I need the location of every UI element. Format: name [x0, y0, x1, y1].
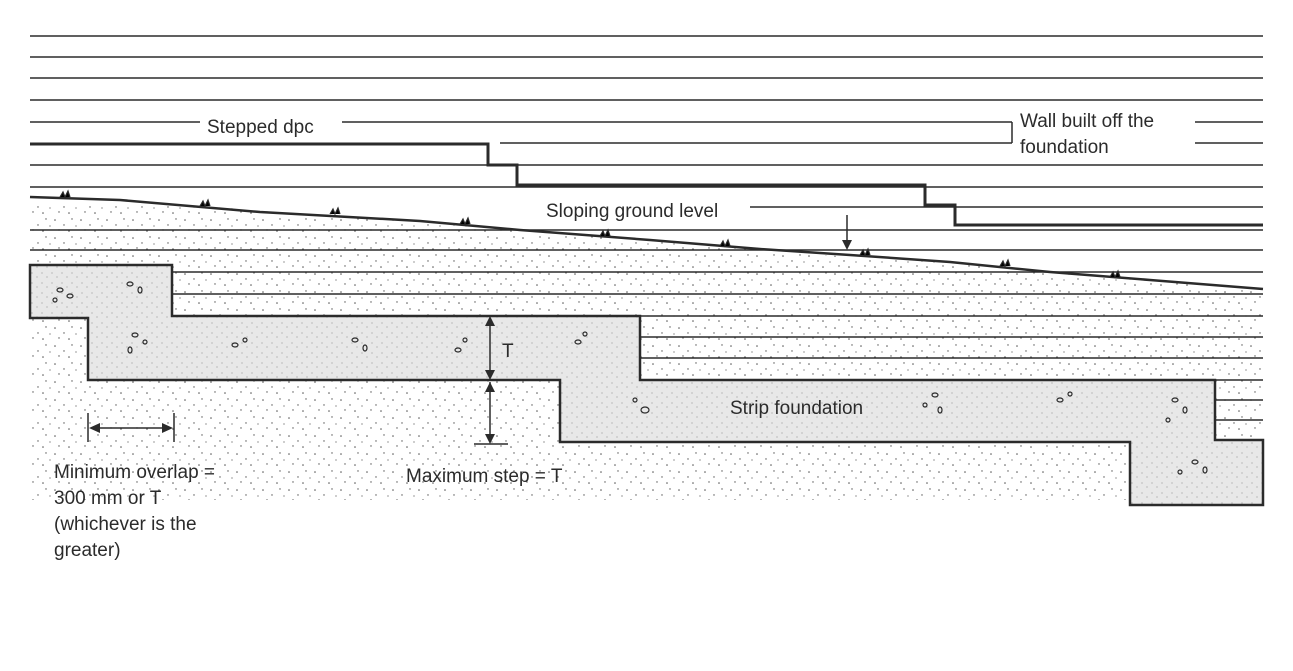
max-step-arrow — [474, 382, 508, 445]
stepped-dpc-line — [30, 142, 1263, 227]
min-overlap-line2: 300 mm or T — [54, 488, 162, 509]
stepped-dpc-label: Stepped dpc — [207, 117, 314, 138]
min-overlap-line3: (whichever is the — [54, 514, 197, 535]
strip-foundation-label: Strip foundation — [730, 398, 863, 419]
wall-label-line2: foundation — [1020, 137, 1109, 158]
aggregate-marks — [52, 281, 1208, 475]
min-overlap-line1: Minimum overlap = — [54, 462, 215, 483]
strip-foundation — [28, 263, 1265, 507]
sloping-ground-label: Sloping ground level — [546, 201, 718, 222]
min-overlap-line4: greater) — [54, 540, 121, 561]
wall-courses — [30, 35, 1263, 208]
max-step-label: Maximum step = T — [406, 466, 563, 487]
wall-label-line1: Wall built off the — [1020, 111, 1154, 132]
sloping-ground-line — [29, 195, 1264, 291]
min-overlap-arrow — [87, 413, 175, 442]
leader-lines — [750, 122, 1013, 208]
grass-tufts — [59, 189, 1121, 279]
t-dimension-arrow — [485, 316, 495, 380]
t-label: T — [502, 341, 514, 362]
ground-level-arrow — [842, 215, 852, 250]
